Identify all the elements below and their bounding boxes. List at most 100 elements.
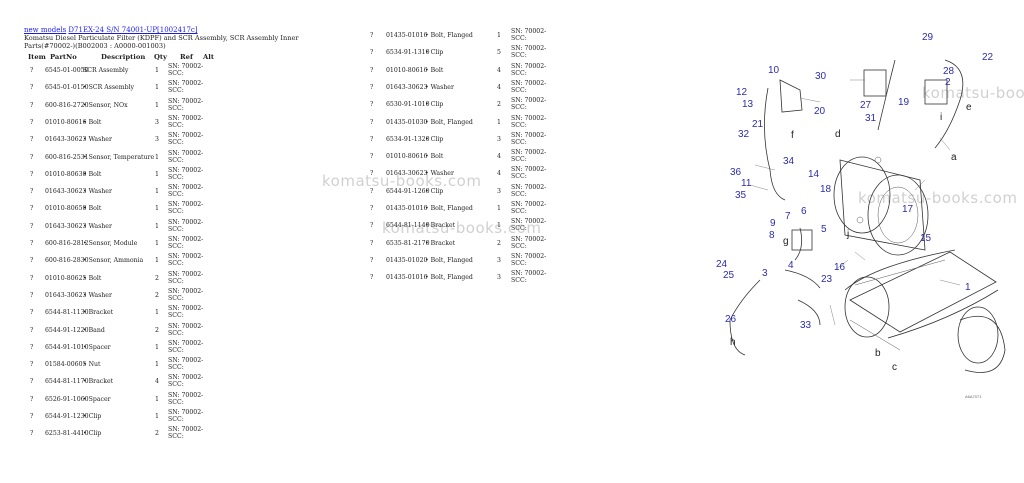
- callout-6: 6: [801, 206, 807, 217]
- cell-partno: 01435-01016: [386, 205, 428, 212]
- cell-description: • Bolt, Flanged: [425, 32, 473, 39]
- cell-item: ?: [370, 205, 374, 212]
- cell-qty: 4: [497, 83, 501, 91]
- cell-partno: 6526-91-1060: [45, 395, 89, 403]
- callout-31: 31: [865, 113, 877, 124]
- cell-item: ?: [30, 153, 34, 161]
- cell-item: ?: [370, 170, 374, 178]
- breadcrumb-link-model[interactable]: D71EX-24 S/N 74001-UP[1002417c]: [68, 26, 198, 34]
- cell-description: • Bracket: [83, 378, 114, 386]
- cell-sn: SN: 70002-SCC:: [511, 252, 547, 267]
- cell-description: • Bolt: [425, 153, 444, 161]
- cell-partno: 600-816-2531: [45, 153, 89, 161]
- cell-partno: 01643-30623: [45, 188, 87, 196]
- header-alt: Alt: [203, 53, 214, 61]
- cell-partno: 6545-01-0050: [45, 67, 89, 74]
- cell-sn: SN: 70002-SCC:: [511, 131, 547, 146]
- cell-qty: 3: [497, 274, 501, 282]
- cell-description: • Clip: [425, 187, 444, 195]
- cell-partno: 6545-01-0150: [45, 84, 89, 92]
- callout-20: 20: [814, 106, 826, 117]
- cell-description: • Bolt, Flanged: [425, 256, 473, 264]
- cell-partno: 01010-80616: [386, 153, 428, 161]
- callout-1: 1: [965, 282, 971, 293]
- watermark: komatsu-books.com: [858, 189, 1018, 207]
- cell-qty: 1: [497, 222, 501, 230]
- cell-sn: SN: 70002-SCC:: [168, 391, 204, 406]
- cell-partno: 600-816-2812: [45, 240, 89, 247]
- marker-g: g: [783, 236, 789, 247]
- cell-partno: 01010-80650: [45, 205, 87, 213]
- cell-sn: SN: 70002-SCC:: [168, 80, 204, 95]
- cell-item: ?: [30, 309, 34, 317]
- cell-description: • Spacer: [83, 343, 111, 351]
- cell-partno: 01435-01030: [386, 118, 428, 126]
- cell-qty: 4: [497, 153, 501, 161]
- cell-partno: 6534-91-1320: [386, 135, 430, 143]
- cell-partno: 01435-01020: [386, 256, 428, 264]
- cell-partno: 01643-30623: [45, 136, 87, 144]
- letter-markers: a b c d e f g h i j: [730, 102, 972, 373]
- cell-qty: 1: [497, 32, 501, 39]
- cell-description: • Bolt, Flanged: [425, 274, 473, 282]
- callout-3: 3: [762, 268, 768, 279]
- cell-description: • Washer: [425, 83, 454, 91]
- cell-sn: SN: 70002-SCC:: [168, 149, 204, 164]
- breadcrumb-link-new-models[interactable]: new models: [24, 26, 67, 34]
- callout-25: 25: [723, 270, 735, 281]
- cell-qty: 1: [497, 118, 501, 126]
- cell-item: ?: [370, 83, 374, 91]
- cell-partno: 01584-00605: [45, 361, 87, 369]
- cell-description: • Nut: [83, 361, 101, 369]
- cell-qty: 1: [155, 222, 159, 230]
- cell-qty: 1: [155, 188, 159, 196]
- header-description: Description: [101, 53, 146, 61]
- cell-description: • Clip: [425, 49, 444, 57]
- marker-e: e: [966, 102, 972, 113]
- cell-sn: SN: 70002-SCC:: [168, 357, 204, 372]
- marker-j: j: [846, 229, 849, 240]
- callout-36: 36: [730, 167, 742, 178]
- callout-8: 8: [769, 230, 775, 241]
- cell-qty: 5: [497, 49, 501, 57]
- callout-34: 34: [783, 156, 795, 167]
- cell-description: • Spacer: [83, 395, 111, 403]
- cell-sn: SN: 70002-SCC:: [168, 339, 204, 354]
- cell-qty: 3: [497, 256, 501, 264]
- cell-description: • Bolt: [83, 118, 102, 126]
- cell-description: • Washer: [83, 136, 112, 144]
- cell-description: • Washer: [425, 170, 454, 178]
- cell-qty: 1: [155, 361, 159, 369]
- cell-item: ?: [370, 32, 374, 39]
- cell-sn: SN: 70002-SCC:: [511, 218, 547, 233]
- header-qty: Qty: [154, 53, 168, 61]
- callout-30: 30: [815, 71, 827, 82]
- cell-partno: 600-816-2720: [45, 101, 89, 109]
- cell-item: ?: [370, 256, 374, 264]
- cell-description: • SCR Assembly: [83, 84, 134, 92]
- image-code: A6A7071: [965, 394, 982, 399]
- cell-qty: 1: [155, 84, 159, 92]
- cell-sn: SN: 70002-SCC:: [511, 166, 547, 181]
- cell-partno: 6544-91-1220: [45, 326, 89, 334]
- cell-partno: 01643-30623: [386, 170, 428, 178]
- cell-item: ?: [30, 361, 34, 369]
- cell-qty: 2: [155, 274, 159, 282]
- cell-qty: 1: [155, 153, 159, 161]
- cell-item: ?: [370, 274, 374, 282]
- cell-sn: SN: 70002-SCC:: [168, 97, 204, 112]
- cell-partno: 01643-30623: [45, 222, 87, 230]
- cell-sn: SN: 70002-SCC:: [511, 28, 547, 42]
- cell-description: • Clip: [83, 430, 102, 438]
- callout-15: 15: [920, 233, 932, 244]
- callout-24: 24: [716, 259, 728, 270]
- marker-b: b: [875, 348, 881, 359]
- callout-9: 9: [770, 218, 776, 229]
- cell-qty: 4: [497, 66, 501, 74]
- cell-qty: 4: [497, 170, 501, 178]
- cell-partno: 6544-81-1170: [45, 378, 89, 386]
- callout-5: 5: [821, 224, 827, 235]
- cell-partno: 01643-30623: [386, 83, 428, 91]
- watermark: komatsu-books.com: [382, 219, 542, 237]
- cell-partno: 6253-81-4410: [45, 430, 89, 438]
